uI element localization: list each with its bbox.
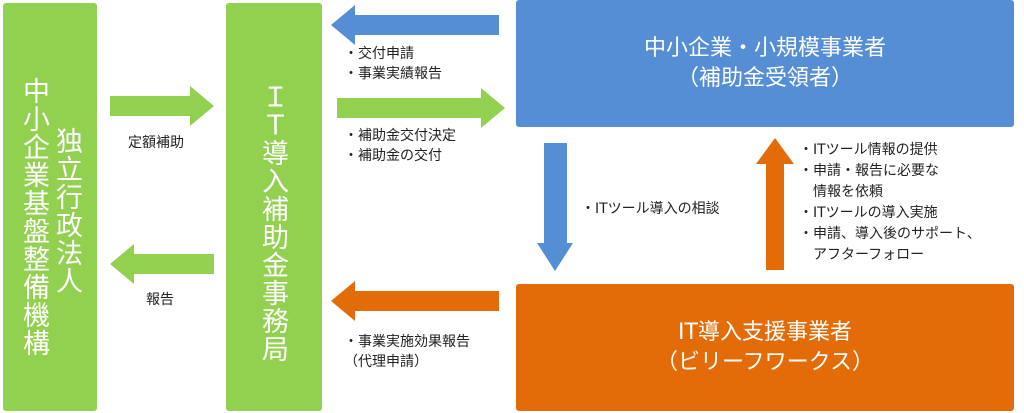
arrow-left-icon: [331, 281, 499, 321]
flow-label-fixed-subsidy: 定額補助: [128, 135, 184, 151]
arrow-right-icon: [110, 86, 214, 126]
flow-item: 情報を依頼: [799, 184, 883, 200]
flow-list-application: ・交付申請 ・事業実績報告: [344, 44, 442, 84]
sme-box: 中小企業・小規模事業者 （補助金受領者）: [516, 0, 1014, 127]
flow-item: ・申請・報告に必要な: [799, 163, 939, 179]
flow-item: （代理申請）: [344, 354, 428, 370]
sme-name-line2: （補助金受領者）: [676, 65, 853, 91]
vendor-box: IT導入支援事業者 （ビリーフワークス）: [516, 284, 1014, 411]
secretariat-name: ＩＴ導入補助金事務局: [257, 83, 288, 363]
flow-item: ・ITツールの導入実施: [799, 205, 938, 221]
flow-item: ・補助金交付決定: [344, 128, 456, 144]
flow-list-grant: ・補助金交付決定 ・補助金の交付: [344, 126, 456, 166]
arrow-up-icon: [756, 138, 794, 270]
arrow-down-icon: [537, 143, 573, 271]
smrj-name-line2: 独立行政法人: [51, 127, 82, 295]
secretariat-bar: ＩＴ導入補助金事務局: [226, 3, 322, 411]
arrow-left-icon: [331, 5, 499, 45]
sme-name-line1: 中小企業・小規模事業者: [643, 35, 886, 61]
flow-item: ・申請、導入後のサポート、: [799, 226, 981, 242]
flow-item: アフターフォロー: [799, 247, 925, 263]
flow-list-vendor-support: ・ITツール情報の提供 ・申請・報告に必要な 情報を依頼 ・ITツールの導入実施…: [799, 140, 981, 266]
flow-item: ・ITツール導入の相談: [581, 201, 720, 217]
vendor-name-line1: IT導入支援事業者: [678, 319, 852, 345]
flow-item: ・ITツール情報の提供: [799, 142, 938, 158]
vendor-name-line2: （ビリーフワークス）: [655, 349, 875, 375]
arrow-right-icon: [337, 88, 505, 128]
flow-item: ・事業実施効果報告: [344, 334, 470, 350]
smrj-bar: 独立行政法人 中小企業基盤整備機構: [3, 3, 97, 411]
smrj-name-line1: 中小企業基盤整備機構: [18, 77, 49, 357]
flow-item: ・交付申請: [344, 46, 414, 62]
flow-label-report: 報告: [146, 292, 174, 308]
arrow-left-icon: [110, 244, 214, 284]
flow-list-effect-report: ・事業実施効果報告 （代理申請）: [344, 332, 470, 372]
flow-list-consultation: ・ITツール導入の相談: [581, 199, 720, 219]
flow-item: ・事業実績報告: [344, 66, 442, 82]
flow-item: ・補助金の交付: [344, 148, 442, 164]
